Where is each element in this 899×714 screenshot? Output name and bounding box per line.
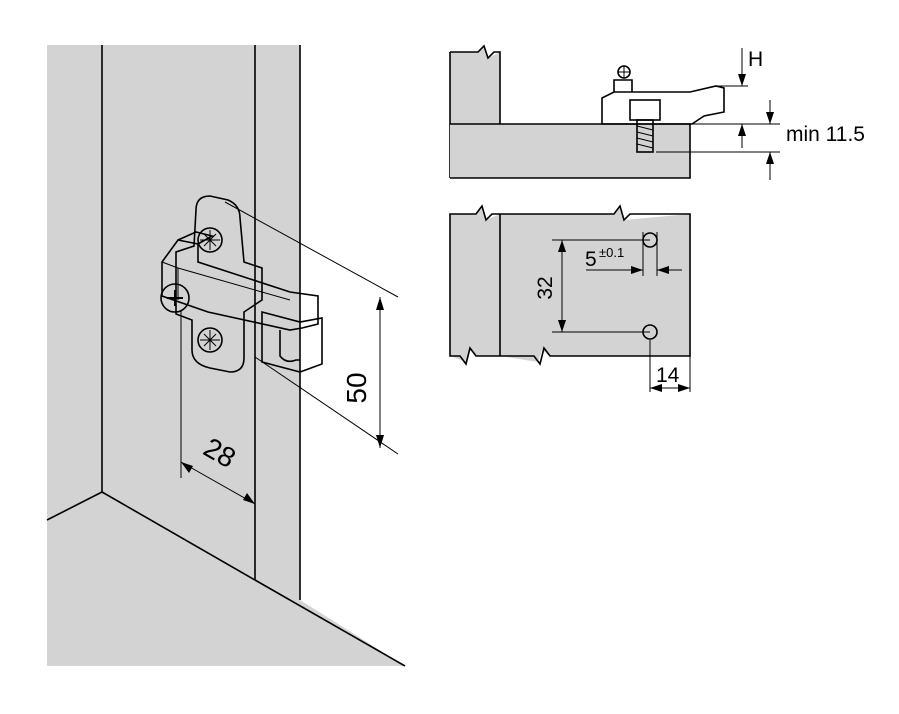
label-14: 14 xyxy=(656,364,680,387)
label-32: 32 xyxy=(534,276,557,299)
side-section-view: H min 11.5 xyxy=(449,44,865,180)
top-view: 32 5 ±0.1 14 xyxy=(449,204,691,392)
label-H: H xyxy=(748,48,763,71)
label-min: min 11.5 xyxy=(786,123,865,146)
cabinet-perspective-view xyxy=(46,45,406,667)
label-5-tolerance: ±0.1 xyxy=(599,245,624,260)
mounting-plate-perspective xyxy=(160,195,323,373)
dimension-50: 50 xyxy=(224,201,399,455)
label-5: 5 xyxy=(585,248,597,271)
label-50: 50 xyxy=(341,372,372,403)
